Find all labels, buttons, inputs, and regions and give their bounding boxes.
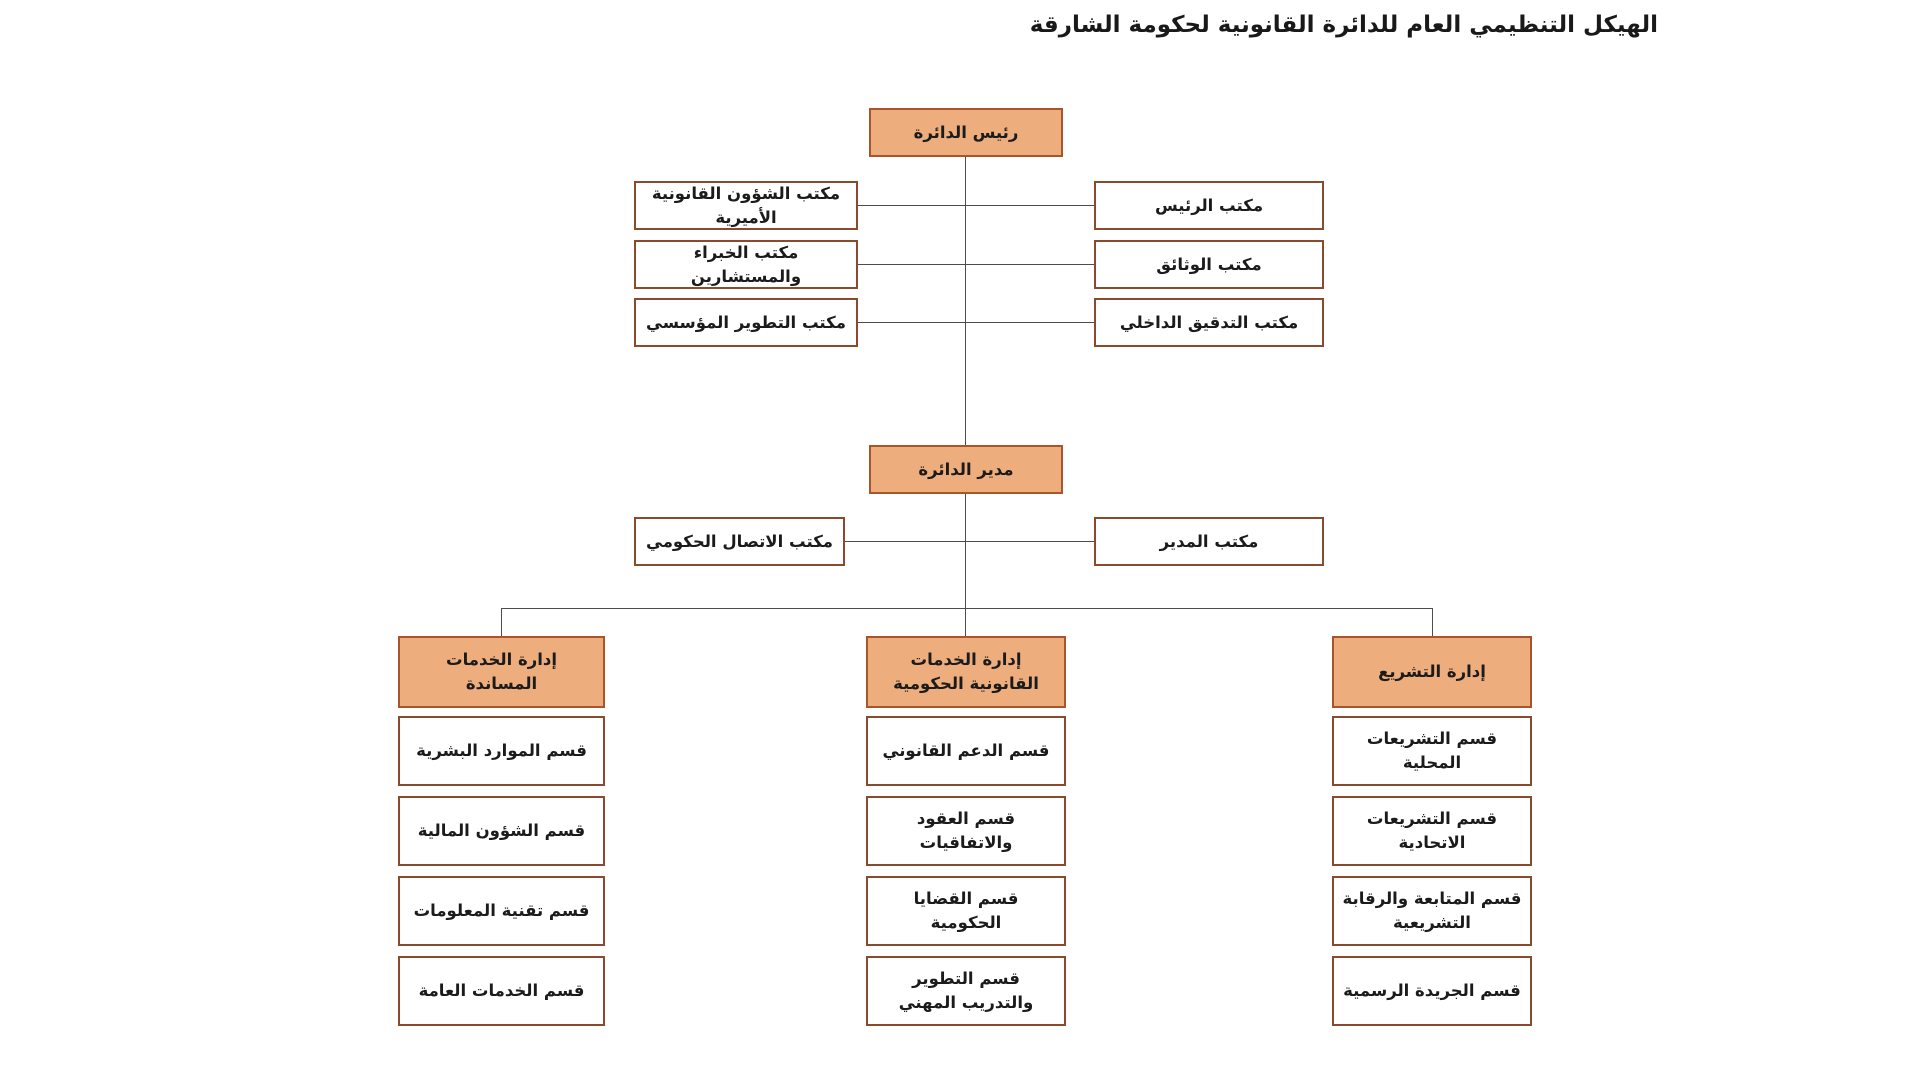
box-section-contracts-and-agreements: قسم العقود والاتفاقيات [866,796,1066,866]
connector-director-offices [845,541,1094,542]
box-office-emiri-legal-affairs: مكتب الشؤون القانونية الأميرية [634,181,858,230]
box-head-of-department: رئيس الدائرة [869,108,1063,157]
box-section-financial-affairs: قسم الشؤون المالية [398,796,605,866]
box-office-institutional-development: مكتب التطوير المؤسسي [634,298,858,347]
box-section-local-legislation: قسم التشريعات المحلية [1332,716,1532,786]
connector-head-row-2 [858,264,1094,265]
box-section-official-gazette: قسم الجريدة الرسمية [1332,956,1532,1026]
box-office-internal-audit: مكتب التدقيق الداخلي [1094,298,1324,347]
connector-head-row-3 [858,322,1094,323]
page-title: الهيكل التنظيمي العام للدائرة القانونية … [1029,12,1658,38]
box-director-of-department: مدير الدائرة [869,445,1063,494]
box-office-experts-and-advisors: مكتب الخبراء والمستشارين [634,240,858,289]
box-section-information-technology: قسم تقنية المعلومات [398,876,605,946]
box-section-professional-development-training: قسم التطوير والتدريب المهني [866,956,1066,1026]
box-office-of-the-chairman: مكتب الرئيس [1094,181,1324,230]
connector-root-to-director [965,157,966,445]
box-section-government-cases: قسم القضايا الحكومية [866,876,1066,946]
box-section-general-services: قسم الخدمات العامة [398,956,605,1026]
connector-stub-dept-left [501,608,502,636]
box-dept-support-services: إدارة الخدمات المساندة [398,636,605,708]
box-dept-government-legal-services: إدارة الخدمات القانونية الحكومية [866,636,1066,708]
box-office-of-documents: مكتب الوثائق [1094,240,1324,289]
box-section-legal-support: قسم الدعم القانوني [866,716,1066,786]
connector-departments-bar [501,608,1432,609]
connector-stub-dept-right [1432,608,1433,636]
box-office-of-the-director: مكتب المدير [1094,517,1324,566]
box-section-legislative-followup-oversight: قسم المتابعة والرقابة التشريعية [1332,876,1532,946]
box-dept-legislation: إدارة التشريع [1332,636,1532,708]
connector-director-to-departments [965,494,966,636]
box-office-government-communication: مكتب الاتصال الحكومي [634,517,845,566]
connector-head-row-1 [858,205,1094,206]
box-section-federal-legislation: قسم التشريعات الاتحادية [1332,796,1532,866]
box-section-human-resources: قسم الموارد البشرية [398,716,605,786]
